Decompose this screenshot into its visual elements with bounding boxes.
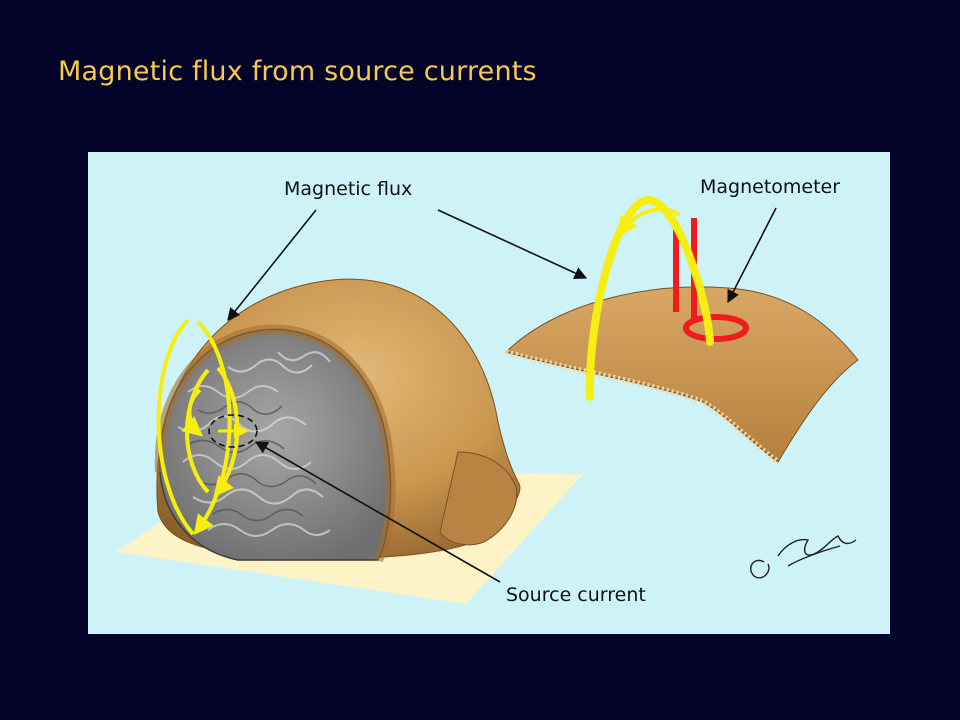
- signature-mark: [750, 535, 857, 579]
- label-source-current: Source current: [506, 584, 646, 606]
- diagram-panel: Magnetic flux Magnetometer Source curren…: [88, 152, 890, 634]
- source-current-marker: [208, 414, 258, 448]
- flux-loop-magnetometer: [585, 195, 714, 401]
- leader-magnetometer: [727, 207, 777, 304]
- leader-flux-cap: [437, 209, 588, 280]
- skull-jaw: [439, 451, 518, 546]
- slide-title: Magnetic flux from source currents: [58, 56, 537, 87]
- diagram-illustration: [116, 195, 859, 604]
- label-magnetic-flux: Magnetic flux: [284, 178, 413, 200]
- leader-flux-head: [227, 209, 317, 321]
- leader-source-current: [254, 441, 501, 583]
- skull-cap-edge: [505, 349, 780, 465]
- skull-cut-rim: [154, 324, 396, 563]
- label-magnetometer: Magnetometer: [700, 176, 841, 198]
- magnetometer-coil: [673, 218, 749, 342]
- skull-cap: [505, 286, 859, 463]
- leader-lines: [227, 207, 777, 583]
